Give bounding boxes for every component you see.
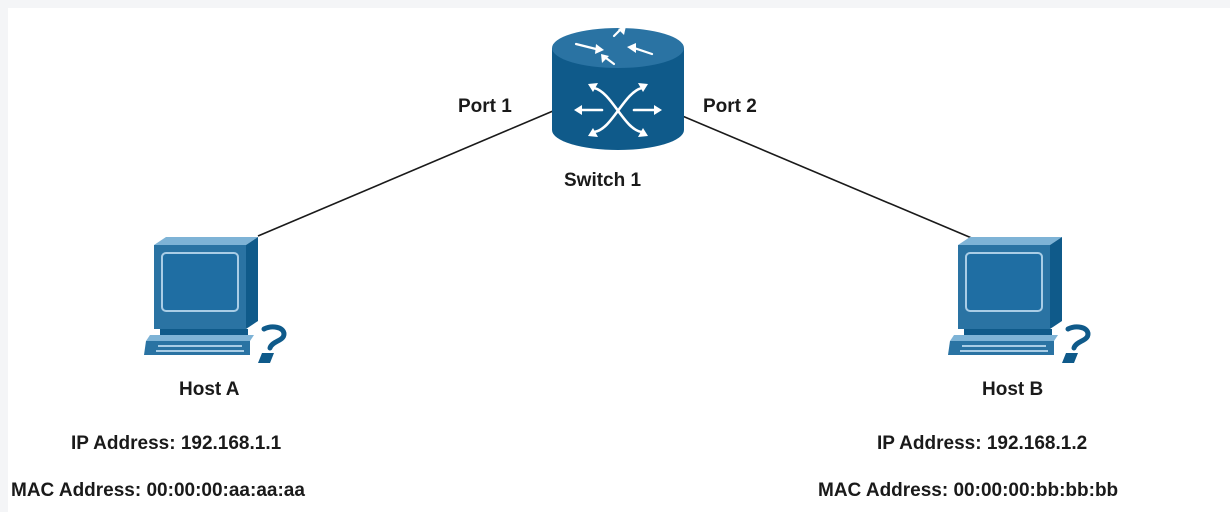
host-a-ip-label: IP Address: 192.168.1.1 (71, 433, 282, 454)
host-a-mac-label: MAC Address: 00:00:00:aa:aa:aa (11, 480, 305, 501)
link-host-a-switch (257, 110, 554, 237)
port-2-label: Port 2 (703, 96, 757, 117)
switch-name-label: Switch 1 (564, 170, 642, 191)
host-b-ip-label: IP Address: 192.168.1.2 (877, 433, 1088, 454)
host-b-mac-label: MAC Address: 00:00:00:bb:bb:bb (818, 480, 1119, 501)
workstation-icon-host-a[interactable] (144, 237, 287, 363)
diagram-canvas: Port 1 Port 2 Switch 1 Host A IP Address… (8, 8, 1230, 512)
host-a-name-label: Host A (179, 379, 240, 400)
link-switch-host-b (679, 114, 975, 240)
workstation-icon-host-b[interactable] (948, 237, 1091, 363)
port-1-label: Port 1 (458, 96, 512, 117)
network-diagram (144, 26, 1091, 363)
network-switch-icon[interactable] (552, 26, 684, 150)
host-b-name-label: Host B (982, 379, 1044, 400)
